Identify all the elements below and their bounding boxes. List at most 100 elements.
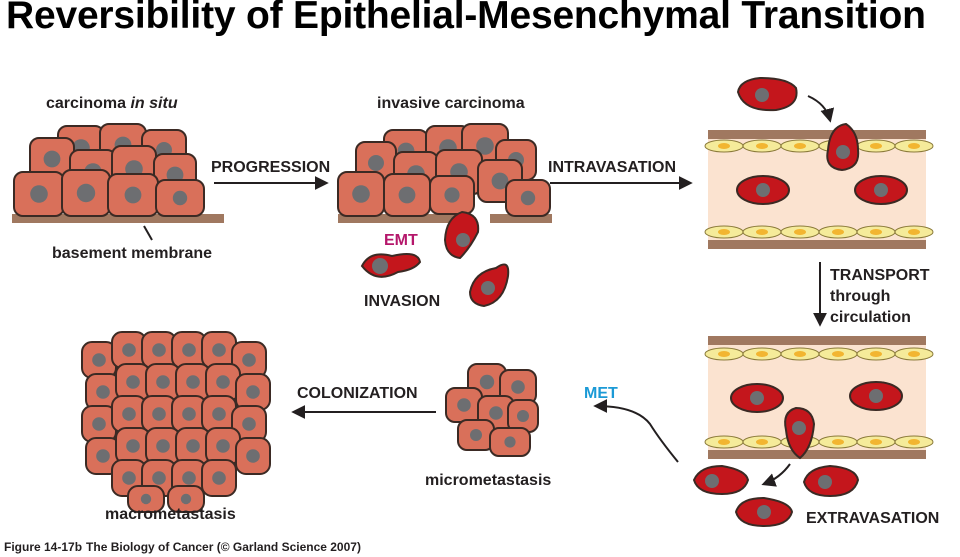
endothelial-nucleus — [908, 351, 920, 357]
nucleus — [504, 436, 516, 448]
vessel-wall-lower — [708, 450, 926, 459]
nucleus — [457, 398, 471, 412]
nucleus — [705, 474, 719, 488]
nucleus — [511, 380, 525, 394]
label-carcinoma-in-situ: carcinoma in situ — [46, 95, 178, 112]
endothelial-nucleus — [832, 351, 844, 357]
nucleus — [122, 343, 136, 357]
nucleus — [216, 439, 230, 453]
endothelial-nucleus — [832, 229, 844, 235]
nucleus — [212, 343, 226, 357]
nucleus — [372, 258, 388, 274]
nucleus — [398, 186, 416, 204]
label-macrometastasis: macrometastasis — [105, 506, 236, 523]
nucleus — [792, 421, 806, 435]
endothelial-nucleus — [870, 143, 882, 149]
nucleus — [122, 471, 136, 485]
nucleus — [140, 493, 152, 505]
nucleus — [246, 449, 260, 463]
nucleus — [491, 172, 509, 190]
nucleus — [246, 385, 260, 399]
blood-vessel-top — [704, 76, 934, 249]
label-colonization: COLONIZATION — [297, 385, 418, 402]
nucleus — [152, 343, 166, 357]
endothelial-nucleus — [756, 351, 768, 357]
nucleus — [96, 385, 110, 399]
label-transport: TRANSPORT through circulation — [830, 267, 934, 326]
endothelial-nucleus — [794, 229, 806, 235]
endothelial-nucleus — [718, 143, 730, 149]
label-emt: EMT — [384, 232, 418, 249]
label-basement-membrane: basement membrane — [52, 245, 212, 262]
nucleus — [352, 185, 370, 203]
endothelial-nucleus — [794, 143, 806, 149]
basement-pointer — [143, 225, 153, 241]
nucleus — [368, 155, 384, 171]
nucleus — [757, 505, 771, 519]
nucleus — [156, 439, 170, 453]
label-met: MET — [584, 385, 618, 402]
endothelial-nucleus — [756, 229, 768, 235]
endothelial-nucleus — [870, 351, 882, 357]
nucleus — [212, 471, 226, 485]
nucleus — [517, 410, 529, 422]
nucleus — [96, 449, 110, 463]
nucleus — [520, 190, 536, 206]
nucleus — [456, 233, 470, 247]
nucleus — [43, 150, 61, 168]
basement-membrane — [12, 214, 224, 223]
carcinoma-in-situ-cluster — [12, 123, 224, 223]
nucleus — [76, 183, 96, 203]
extravasated-cell — [692, 464, 750, 496]
endothelial-nucleus — [908, 439, 920, 445]
nucleus — [242, 353, 256, 367]
nucleus — [481, 281, 495, 295]
endothelial-nucleus — [870, 439, 882, 445]
nucleus — [182, 471, 196, 485]
nucleus — [212, 407, 226, 421]
endothelial-nucleus — [718, 351, 730, 357]
endothelial-nucleus — [756, 143, 768, 149]
vessel-wall-upper — [708, 130, 926, 139]
endothelial-nucleus — [870, 229, 882, 235]
nucleus — [869, 389, 883, 403]
mesenchymal-cell — [360, 253, 422, 278]
nucleus — [182, 343, 196, 357]
label-invasive-carcinoma: invasive carcinoma — [377, 95, 525, 112]
nucleus — [470, 429, 482, 441]
nucleus — [124, 186, 142, 204]
endothelial-nucleus — [756, 439, 768, 445]
invasive-carcinoma-cluster — [337, 123, 552, 223]
nucleus — [444, 187, 460, 203]
label-micrometastasis: micrometastasis — [425, 472, 551, 489]
endothelial-nucleus — [794, 351, 806, 357]
micrometastasis-cluster — [445, 363, 539, 457]
nucleus — [30, 185, 48, 203]
endothelial-nucleus — [718, 439, 730, 445]
endothelial-nucleus — [718, 229, 730, 235]
nucleus — [152, 407, 166, 421]
nucleus — [479, 374, 495, 390]
nucleus — [152, 471, 166, 485]
basement-membrane-left — [338, 214, 463, 223]
vessel-wall-upper — [708, 336, 926, 345]
nucleus — [126, 439, 140, 453]
nucleus — [122, 407, 136, 421]
nucleus — [216, 375, 230, 389]
basement-membrane-right — [490, 214, 552, 223]
blood-vessel-bottom — [692, 336, 934, 528]
entry-arrow — [807, 95, 835, 123]
nucleus — [126, 375, 140, 389]
endothelial-nucleus — [908, 143, 920, 149]
label-extravasation: EXTRAVASATION — [806, 510, 939, 527]
nucleus — [180, 493, 192, 505]
nucleus — [755, 88, 769, 102]
nucleus — [489, 406, 503, 420]
label-progression: PROGRESSION — [211, 159, 330, 176]
invading-cells — [360, 210, 510, 308]
macrometastasis-cluster — [81, 331, 271, 513]
nucleus — [92, 417, 106, 431]
endothelial-nucleus — [908, 229, 920, 235]
